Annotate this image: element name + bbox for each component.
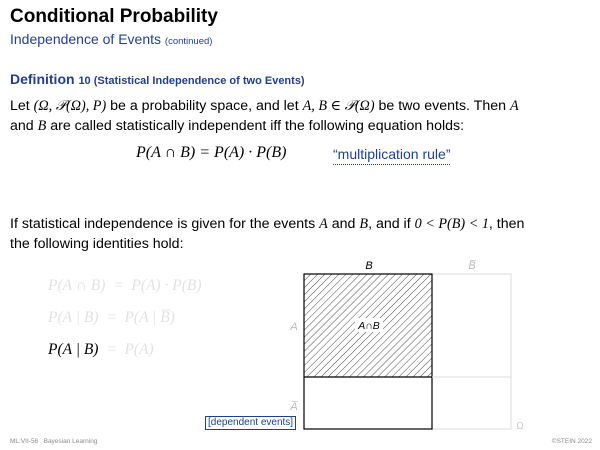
footer-left: ML:VII-56 Bayesian Learning — [10, 438, 97, 445]
math-events: A, B ∈ 𝒫(Ω) — [302, 98, 375, 114]
statement-text: If statistical independence is given for… — [10, 214, 595, 254]
text-run: be two events. Then — [374, 98, 510, 114]
identity-lhs: P(A | B) — [48, 341, 99, 358]
definition-heading: Definition 10 (Statistical Independence … — [10, 71, 305, 87]
slide-subtitle: Independence of Events (continued) — [10, 31, 212, 47]
identity-1: P(A ∩ B) = P(A) · P(B) — [48, 277, 202, 295]
footer-copyright: ©STEIN 2022 — [551, 438, 592, 445]
identity-eq: = — [106, 341, 117, 358]
intersection-label-bg — [355, 318, 383, 332]
label-a: A — [289, 321, 297, 333]
label-b-complement: B̅ — [468, 260, 476, 272]
identity-lhs: P(A | B) — [48, 309, 99, 326]
text-run: Let — [10, 98, 34, 114]
definition-label: Definition — [10, 71, 75, 87]
text-run: If statistical independence is given for… — [10, 216, 320, 232]
slide-title: Conditional Probability — [10, 6, 218, 27]
math-event-b: B — [37, 118, 47, 134]
statement-line-2: the following identities hold: — [10, 236, 184, 252]
identity-3: P(A | B) = P(A) — [48, 341, 154, 359]
definition-line-2: and B are called statistically independe… — [10, 116, 595, 136]
label-omega: Ω — [516, 421, 524, 432]
definition-subtitle: 10 (Statistical Independence of two Even… — [78, 75, 305, 87]
statement-line-1: If statistical independence is given for… — [10, 214, 595, 234]
intersection-label: A∩B — [357, 320, 380, 332]
identity-2: P(A | B) = P(A | B̅) — [48, 309, 175, 327]
dependent-events-link[interactable]: [dependent events] — [205, 416, 297, 430]
math-event-a: A — [319, 216, 328, 232]
text-run: are called statistically independent iff… — [46, 118, 465, 134]
math-event-b: B — [359, 216, 369, 232]
event-b-rectangle — [303, 273, 433, 430]
text-run: , and if — [368, 216, 415, 232]
multiplication-rule-label: “multiplication rule” — [333, 146, 451, 165]
math-event-a: A — [509, 98, 519, 114]
identity-eq: = — [113, 277, 124, 294]
definition-line-1: Let (Ω, 𝒫(Ω), P) be a probability space,… — [10, 96, 595, 116]
text-run: and — [10, 118, 38, 134]
identity-rhs: P(A | B̅) — [124, 309, 175, 326]
footer-code: ML:VII-56 — [10, 438, 39, 445]
identity-eq: = — [106, 309, 117, 326]
math-condition: 0 < P(B) < 1 — [414, 216, 489, 232]
text-run: and — [327, 216, 360, 232]
definition-text: Let (Ω, 𝒫(Ω), P) be a probability space,… — [10, 96, 595, 136]
identity-lhs: P(A ∩ B) — [48, 277, 106, 294]
text-run: , then — [488, 216, 525, 232]
subtitle-note: (continued) — [164, 36, 213, 47]
identity-rhs: P(A) · P(B) — [131, 277, 202, 294]
math-probability-space: (Ω, 𝒫(Ω), P) — [33, 98, 107, 114]
text-run: be a probability space, and let — [106, 98, 303, 114]
label-a-complement: A̅ — [289, 401, 299, 413]
footer-topic: Bayesian Learning — [43, 438, 98, 445]
event-diagram: A∩B B B̅ A A̅ Ω — [289, 260, 524, 432]
label-b: B — [365, 260, 372, 272]
multiplication-formula: P(A ∩ B) = P(A) · P(B) — [136, 144, 287, 161]
subtitle-text: Independence of Events — [10, 31, 162, 47]
identity-rhs: P(A) — [124, 341, 154, 358]
